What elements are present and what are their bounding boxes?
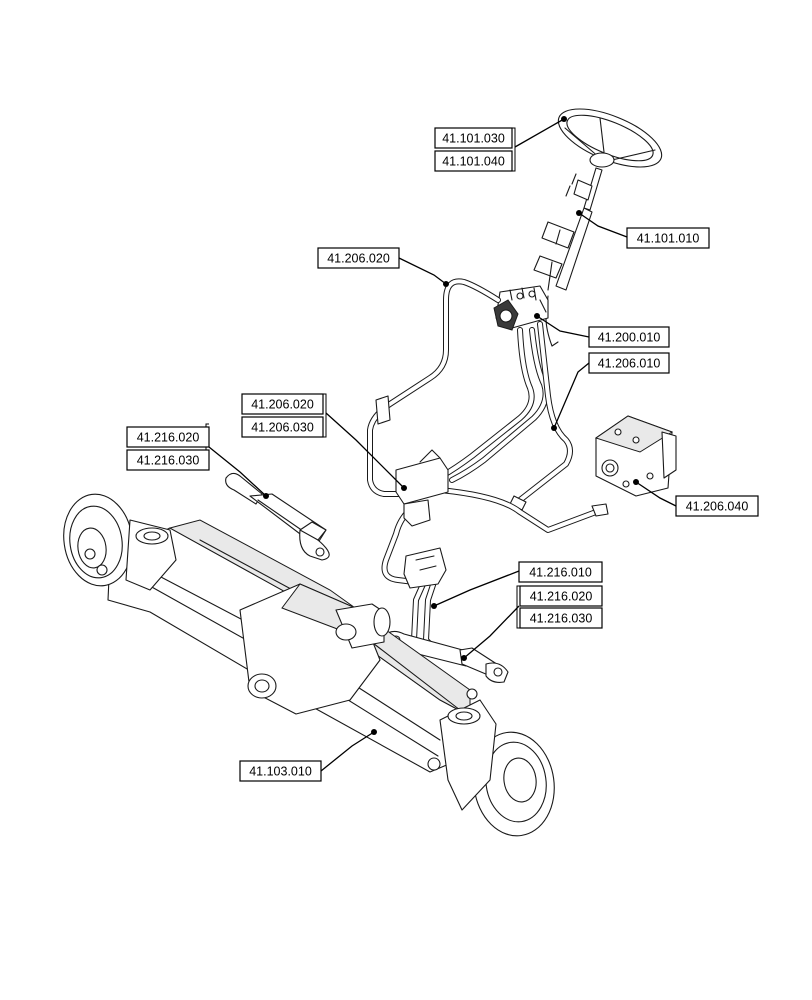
callout-label: 41.206.010	[598, 357, 661, 371]
callout-41-216-030-left[interactable]: 41.216.030	[126, 449, 210, 471]
callout-41-206-040[interactable]: 41.206.040	[675, 495, 759, 517]
steering-column	[533, 167, 603, 347]
callout-label: 41.101.030	[442, 132, 505, 146]
callout-41-216-020-right[interactable]: 41.216.020	[519, 585, 603, 607]
leader-lines	[208, 116, 677, 772]
callout-label: 41.103.010	[249, 765, 312, 779]
hydraulic-pump	[594, 415, 677, 497]
callout-label: 41.216.030	[530, 612, 593, 626]
callout-41-206-010[interactable]: 41.206.010	[588, 352, 670, 374]
callout-41-206-030[interactable]: 41.206.030	[241, 416, 324, 438]
callout-41-101-030[interactable]: 41.101.030	[434, 127, 513, 149]
steering-wheel	[557, 108, 663, 168]
callout-41-206-020-lower[interactable]: 41.206.020	[241, 393, 324, 415]
callout-41-101-010[interactable]: 41.101.010	[626, 227, 710, 249]
callout-41-216-030-right[interactable]: 41.216.030	[519, 607, 603, 629]
callout-41-216-020-left[interactable]: 41.216.020	[126, 426, 210, 448]
callout-label: 41.216.010	[529, 566, 592, 580]
callout-41-200-010[interactable]: 41.200.010	[588, 326, 670, 348]
callout-label: 41.206.020	[327, 252, 390, 266]
callout-41-101-040[interactable]: 41.101.040	[434, 150, 513, 172]
callout-41-206-020-upper[interactable]: 41.206.020	[317, 247, 400, 269]
callout-label: 41.206.020	[251, 398, 314, 412]
callout-label: 41.216.030	[137, 454, 200, 468]
callout-label: 41.206.030	[251, 421, 314, 435]
callout-label: 41.101.040	[442, 155, 505, 169]
valve-block	[375, 395, 449, 589]
callout-label: 41.216.020	[530, 590, 593, 604]
hydraulic-hoses	[367, 278, 609, 651]
callout-41-216-010[interactable]: 41.216.010	[518, 561, 603, 583]
callout-label: 41.101.010	[637, 232, 700, 246]
callout-label: 41.200.010	[598, 331, 661, 345]
callout-label: 41.216.020	[137, 431, 200, 445]
callout-41-103-010[interactable]: 41.103.010	[239, 760, 322, 782]
callout-label: 41.206.040	[686, 500, 749, 514]
front-axle	[63, 493, 555, 837]
steering-cylinder-left	[225, 472, 330, 561]
